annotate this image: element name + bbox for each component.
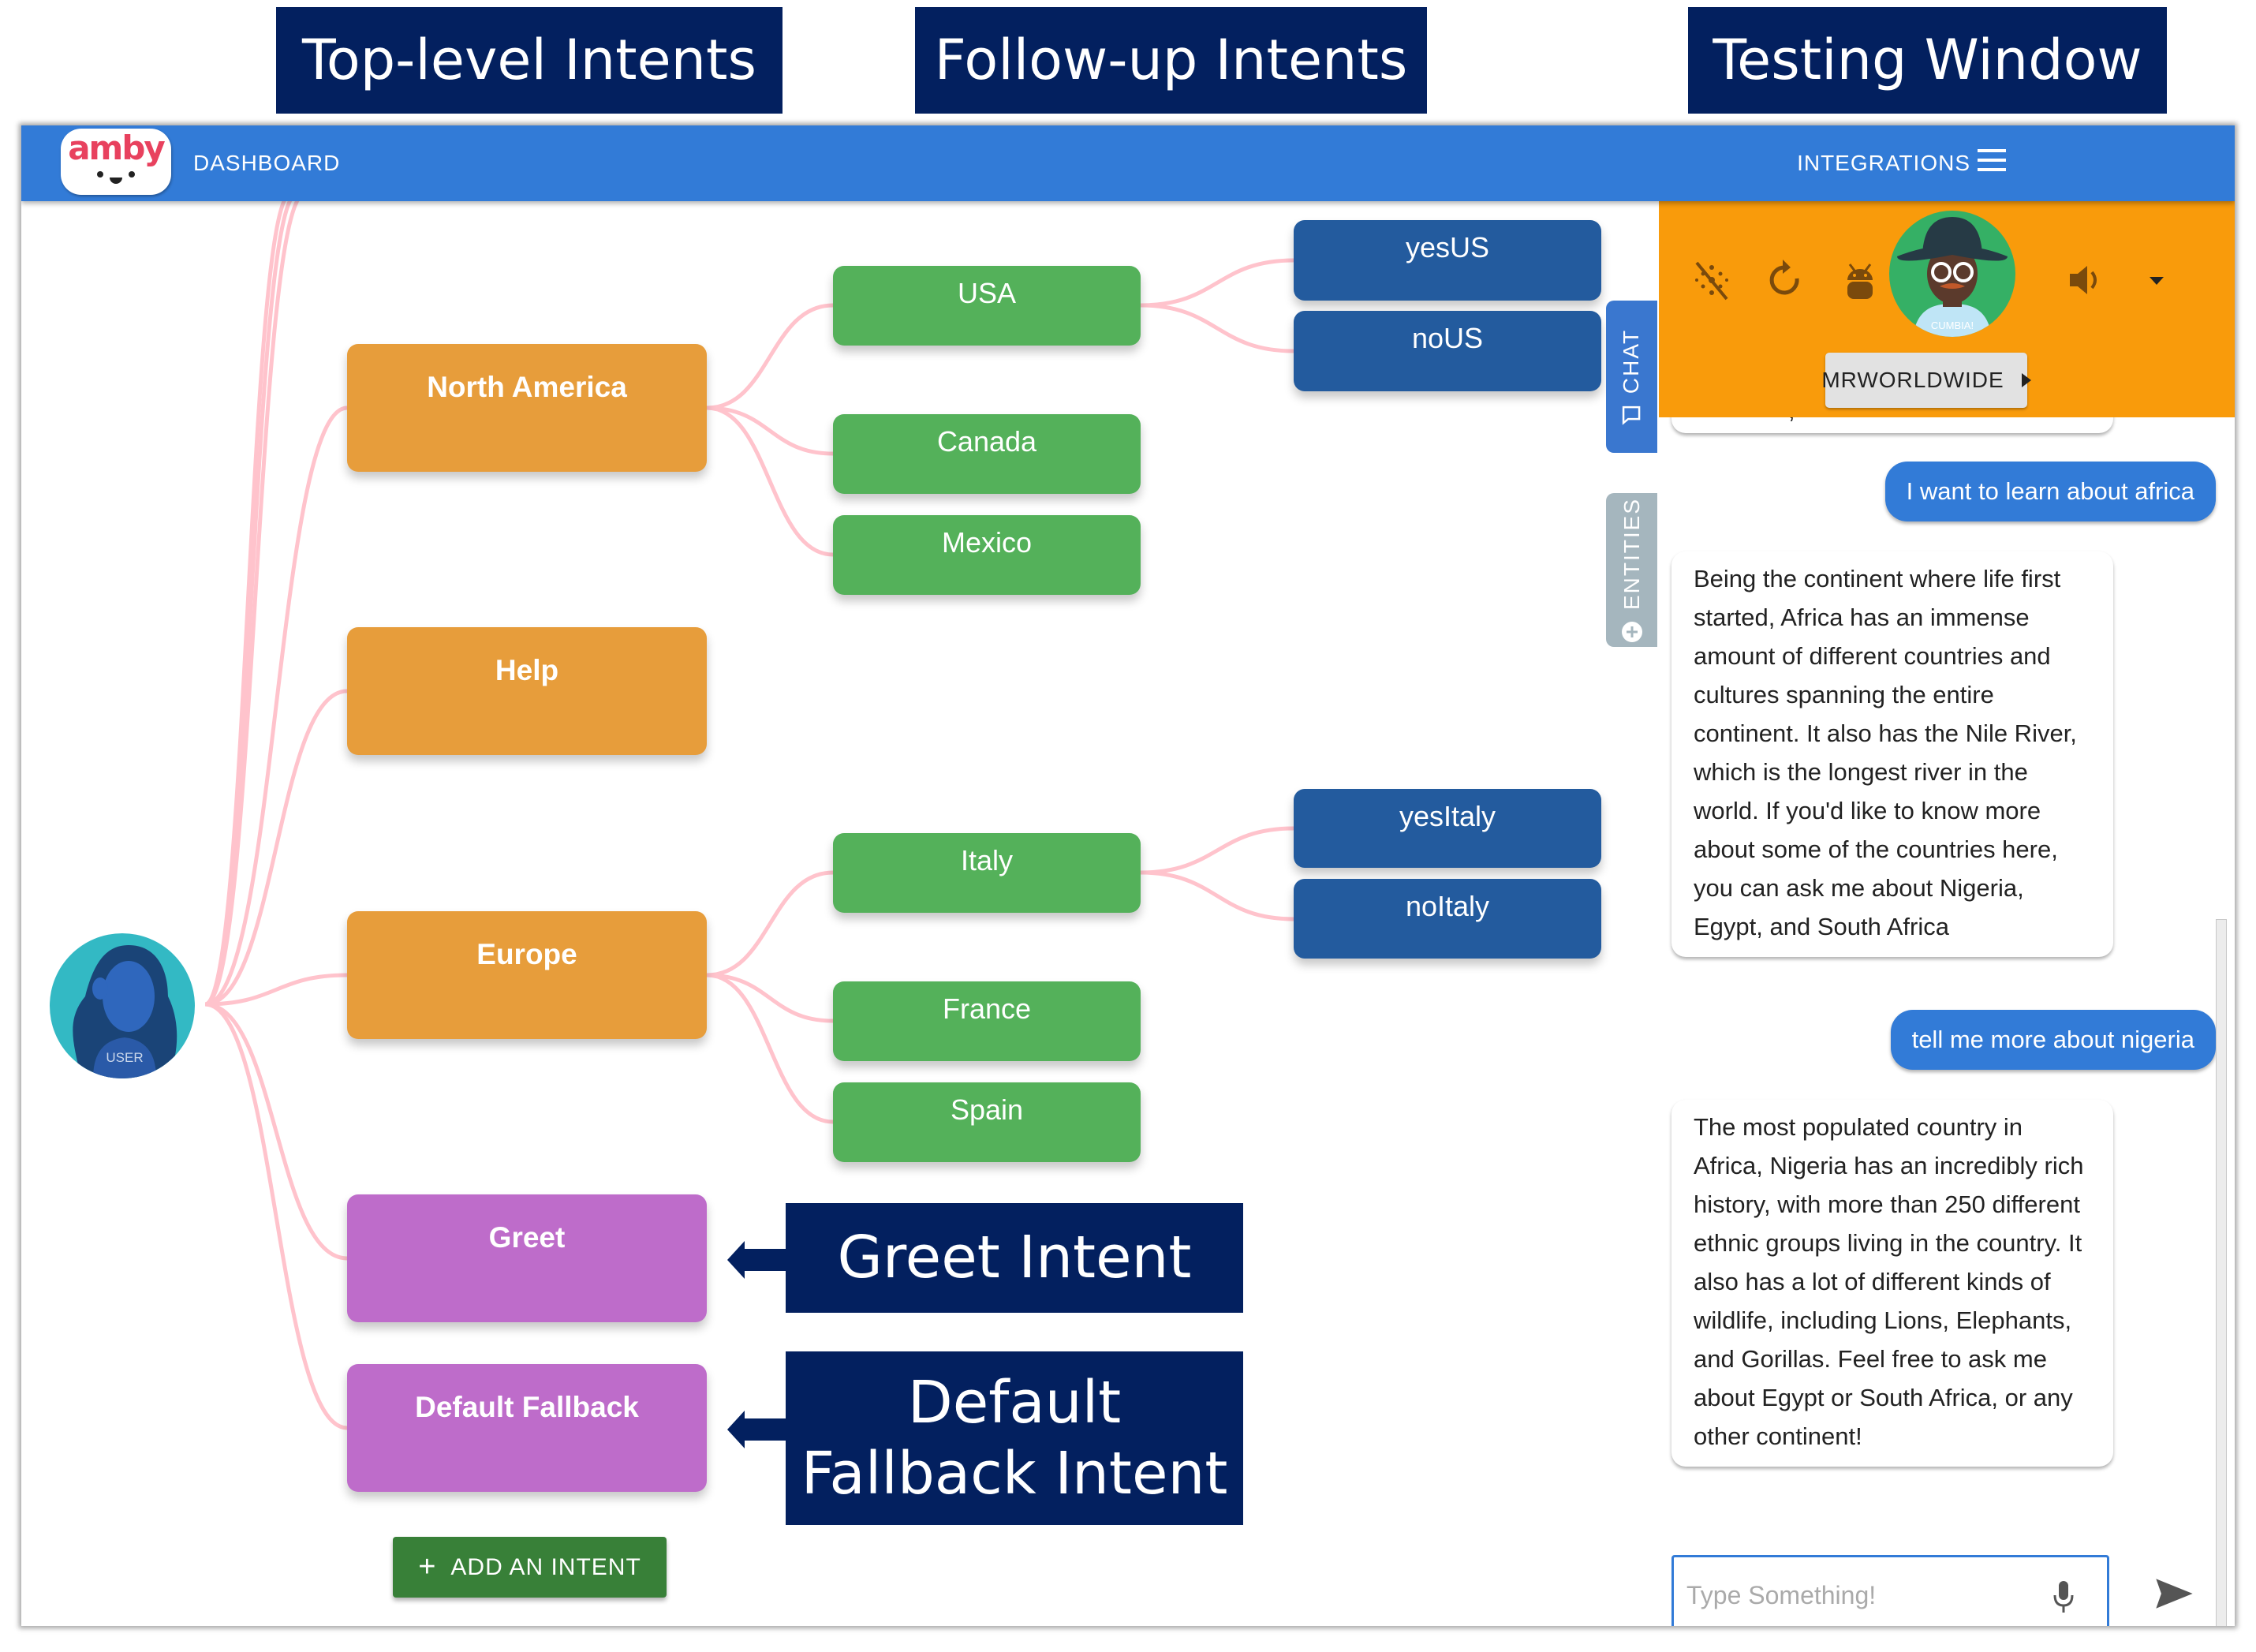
link-user-to-top-3 <box>204 1002 348 1261</box>
mic-off-icon[interactable] <box>1692 256 1731 304</box>
entities-tab-label: ENTITIES <box>1619 497 1644 610</box>
intent-links <box>204 201 1294 1430</box>
add-intent-label: ADD AN INTENT <box>450 1553 641 1580</box>
link-usa-yesus <box>1140 258 1294 308</box>
intent-node-help[interactable]: Help <box>347 627 707 755</box>
intent-node-canada[interactable]: Canada <box>833 414 1141 494</box>
link-na-usa <box>706 303 834 410</box>
chat-tab-label: CHAT <box>1619 328 1644 394</box>
intent-node-yesus[interactable]: yesUS <box>1294 220 1601 301</box>
user-message: tell me more about nigeria <box>1890 1010 2216 1070</box>
intent-graph-canvas: USER North America Help Europe Greet Def… <box>21 201 1659 1626</box>
link-europe-france <box>706 973 834 1023</box>
amby-logo[interactable]: amby <box>61 129 171 195</box>
link-italy-noitaly <box>1140 870 1294 921</box>
add-circle-icon <box>1621 621 1642 642</box>
intent-node-mexico[interactable]: Mexico <box>833 515 1141 595</box>
dropdown-arrow-icon[interactable] <box>2137 256 2176 304</box>
chat-messages: , I want to learn about africa Being the… <box>1659 417 2235 1508</box>
chat-bubble-icon <box>1623 406 1641 425</box>
top-app-bar: amby DASHBOARD INTEGRATIONS <box>21 125 2235 201</box>
intent-node-nous[interactable]: noUS <box>1294 311 1601 391</box>
link-italy-yesitaly <box>1140 826 1294 875</box>
bot-header: CUMBIA! MRWORLDWIDE <box>1659 201 2235 417</box>
link-user-to-top-1 <box>204 689 348 1007</box>
bot-message: The most populated country in Africa, Ni… <box>1671 1100 2113 1467</box>
annotation-fallback-line2: Fallback Intent <box>801 1440 1228 1508</box>
svg-text:USER: USER <box>106 1050 143 1065</box>
bot-avatar[interactable]: CUMBIA! <box>1889 211 2015 337</box>
link-usa-nous <box>1140 303 1294 353</box>
plus-icon: + <box>418 1550 437 1583</box>
fallback-arrow-icon <box>727 1411 790 1448</box>
link-user-to-top-0 <box>204 406 348 1007</box>
app-window: amby DASHBOARD INTEGRATIONS USER North A… <box>21 125 2235 1626</box>
intent-node-italy[interactable]: Italy <box>833 833 1141 913</box>
annotation-testing-window: Testing Window <box>1688 7 2167 114</box>
link-user-to-top-2 <box>204 973 348 1007</box>
send-icon[interactable] <box>2154 1574 2194 1613</box>
link-europe-italy <box>706 870 834 977</box>
link-europe-spain <box>706 973 834 1124</box>
bot-name-label: MRWORLDWIDE <box>1821 368 2004 392</box>
user-avatar[interactable]: USER <box>50 933 195 1078</box>
add-intent-button[interactable]: + ADD AN INTENT <box>393 1537 667 1598</box>
annotation-default-fallback-intent: Default Fallback Intent <box>786 1351 1243 1525</box>
testing-window: CUMBIA! MRWORLDWIDE , I want to learn ab… <box>1659 201 2235 1626</box>
annotation-top-level-intents: Top-level Intents <box>276 7 783 114</box>
chat-scrollbar[interactable] <box>2216 919 2227 1626</box>
intent-node-yesitaly[interactable]: yesItaly <box>1294 789 1601 868</box>
intent-node-default-fallback[interactable]: Default Fallback <box>347 1364 707 1492</box>
intent-node-europe[interactable]: Europe <box>347 911 707 1039</box>
intent-node-spain[interactable]: Spain <box>833 1082 1141 1162</box>
chat-input-field[interactable] <box>1671 1555 2109 1626</box>
android-icon[interactable] <box>1840 256 1880 304</box>
annotation-greet-intent: Greet Intent <box>786 1203 1243 1313</box>
chat-input[interactable] <box>1685 1557 2019 1626</box>
intent-node-usa[interactable]: USA <box>833 266 1141 346</box>
intent-node-noitaly[interactable]: noItaly <box>1294 879 1601 959</box>
intent-node-north-america[interactable]: North America <box>347 344 707 472</box>
logo-face-icon <box>97 171 135 184</box>
link-na-canada <box>706 406 834 456</box>
annotation-follow-up-intents: Follow-up Intents <box>915 7 1427 114</box>
hamburger-menu-icon[interactable] <box>1978 149 2006 173</box>
intent-node-france[interactable]: France <box>833 981 1141 1061</box>
intent-node-greet[interactable]: Greet <box>347 1194 707 1322</box>
dashboard-link[interactable]: DASHBOARD <box>193 151 341 175</box>
volume-icon[interactable] <box>2065 256 2105 304</box>
bot-message: , <box>1671 417 2113 433</box>
link-na-mexico <box>706 406 834 557</box>
logo-text: amby <box>68 129 166 167</box>
user-message: I want to learn about africa <box>1884 462 2216 521</box>
integrations-link[interactable]: INTEGRATIONS <box>1797 151 1970 175</box>
bot-character-icon: CUMBIA! <box>1897 217 2008 337</box>
play-arrow-icon <box>2021 373 2031 387</box>
greet-arrow-icon <box>727 1241 790 1279</box>
link-user-to-top-4 <box>204 1002 348 1430</box>
chat-tab[interactable]: CHAT <box>1606 301 1657 453</box>
user-silhouette-icon: USER <box>73 945 177 1078</box>
bot-selector-button[interactable]: MRWORLDWIDE <box>1821 353 2031 408</box>
svg-text:CUMBIA!: CUMBIA! <box>1931 320 1974 331</box>
link-user-offscreen-3 <box>204 201 286 1007</box>
microphone-icon[interactable] <box>2052 1579 2075 1614</box>
entities-tab[interactable]: ENTITIES <box>1606 493 1657 647</box>
annotation-fallback-line1: Default <box>907 1368 1122 1437</box>
bot-message: Being the continent where life first sta… <box>1671 551 2113 957</box>
refresh-icon[interactable] <box>1765 256 1805 304</box>
